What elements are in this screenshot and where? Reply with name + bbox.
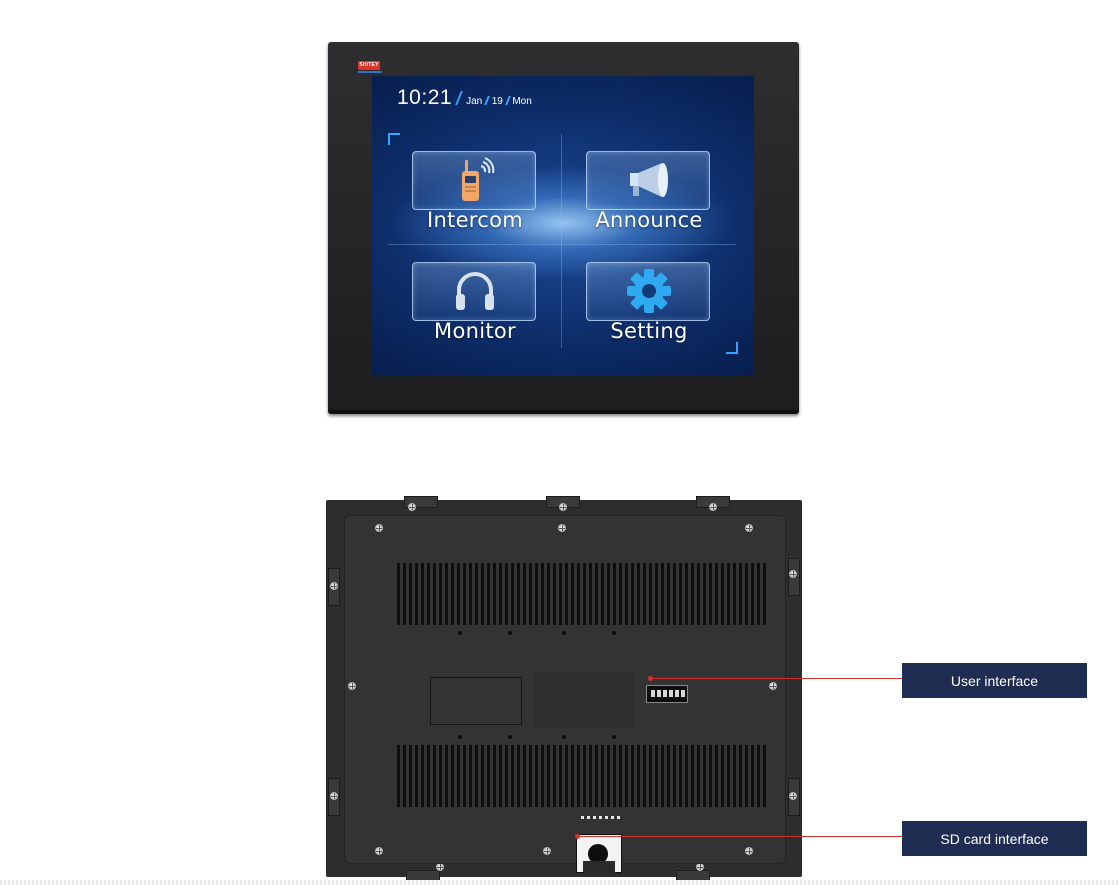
megaphone-icon bbox=[562, 155, 736, 205]
clock-display: 10:21 Jan 19 Mon bbox=[397, 86, 532, 110]
mount-hole bbox=[612, 631, 616, 635]
mount-hole bbox=[508, 735, 512, 739]
device-back bbox=[326, 496, 802, 882]
menu-tile-label: Intercom bbox=[426, 208, 524, 232]
headphones-icon bbox=[388, 266, 562, 316]
screw-icon bbox=[789, 570, 797, 578]
mount-hole bbox=[458, 735, 462, 739]
menu-grid-divider-horizontal bbox=[388, 244, 736, 245]
screw-icon bbox=[789, 792, 797, 800]
touch-screen: 10:21 Jan 19 Mon Intercom bbox=[372, 76, 754, 376]
walkie-talkie-icon bbox=[388, 155, 562, 205]
screw-icon bbox=[408, 503, 416, 511]
back-panel-label-area bbox=[534, 673, 634, 727]
clock-time: 10:21 bbox=[397, 86, 453, 109]
clock-separator bbox=[455, 91, 463, 105]
date-separator bbox=[504, 96, 511, 105]
callout-line-sd-card bbox=[577, 836, 902, 837]
bottom-vent-grille bbox=[397, 745, 769, 807]
sd-card-slot[interactable] bbox=[576, 834, 622, 873]
screw-icon bbox=[558, 524, 566, 532]
sd-indicator-marks bbox=[581, 816, 621, 819]
screw-icon bbox=[696, 863, 704, 871]
date-separator bbox=[484, 96, 490, 105]
menu-tile-label: Setting bbox=[610, 319, 688, 343]
mount-hole bbox=[508, 631, 512, 635]
mount-hole bbox=[562, 631, 566, 635]
user-interface-port[interactable] bbox=[646, 685, 688, 703]
device-bezel-edge bbox=[328, 410, 799, 414]
top-vent-grille bbox=[397, 563, 769, 625]
device-front: SHITEY 10:21 Jan 19 Mon bbox=[328, 42, 799, 414]
callout-label: User interface bbox=[950, 672, 1039, 689]
tile-frame bbox=[412, 262, 536, 321]
menu-grid-divider-vertical bbox=[561, 134, 562, 348]
brand-logo: SHITEY bbox=[358, 61, 380, 70]
menu-tile-monitor[interactable]: Monitor bbox=[388, 246, 562, 354]
brand-logo-underline bbox=[358, 71, 382, 73]
screw-icon bbox=[348, 682, 356, 690]
screw-icon bbox=[745, 847, 753, 855]
frame-corner-bottom-right bbox=[726, 342, 738, 354]
callout-user-interface: User interface bbox=[902, 663, 1087, 698]
screw-icon bbox=[375, 847, 383, 855]
menu-tile-label: Monitor bbox=[434, 319, 516, 343]
screw-icon bbox=[769, 682, 777, 690]
gear-icon bbox=[562, 266, 736, 316]
sd-card-opening bbox=[588, 844, 608, 864]
menu-tile-setting[interactable]: Setting bbox=[562, 246, 736, 354]
screw-icon bbox=[436, 863, 444, 871]
screw-icon bbox=[745, 524, 753, 532]
menu-tile-announce[interactable]: Announce bbox=[562, 135, 736, 243]
screw-icon bbox=[709, 503, 717, 511]
page-bottom-strip bbox=[0, 880, 1118, 885]
callout-label: SD card interface bbox=[940, 830, 1049, 847]
sd-card-latch bbox=[583, 861, 615, 873]
mount-hole bbox=[562, 735, 566, 739]
screw-icon bbox=[375, 524, 383, 532]
callout-line-user-interface bbox=[650, 678, 902, 679]
frame-corner-top-left bbox=[388, 133, 400, 145]
clock-day: 19 bbox=[491, 96, 503, 107]
menu-tile-intercom[interactable]: Intercom bbox=[388, 135, 562, 243]
back-panel-cutout bbox=[430, 677, 522, 725]
screw-icon bbox=[543, 847, 551, 855]
screw-icon bbox=[330, 792, 338, 800]
back-cover bbox=[344, 515, 786, 873]
screw-icon bbox=[559, 503, 567, 511]
callout-sd-card-interface: SD card interface bbox=[902, 821, 1087, 856]
clock-weekday: Mon bbox=[512, 96, 532, 107]
menu-tile-label: Announce bbox=[595, 208, 703, 232]
clock-month: Jan bbox=[466, 96, 483, 107]
mount-hole bbox=[612, 735, 616, 739]
screw-icon bbox=[330, 582, 338, 590]
mount-hole bbox=[458, 631, 462, 635]
